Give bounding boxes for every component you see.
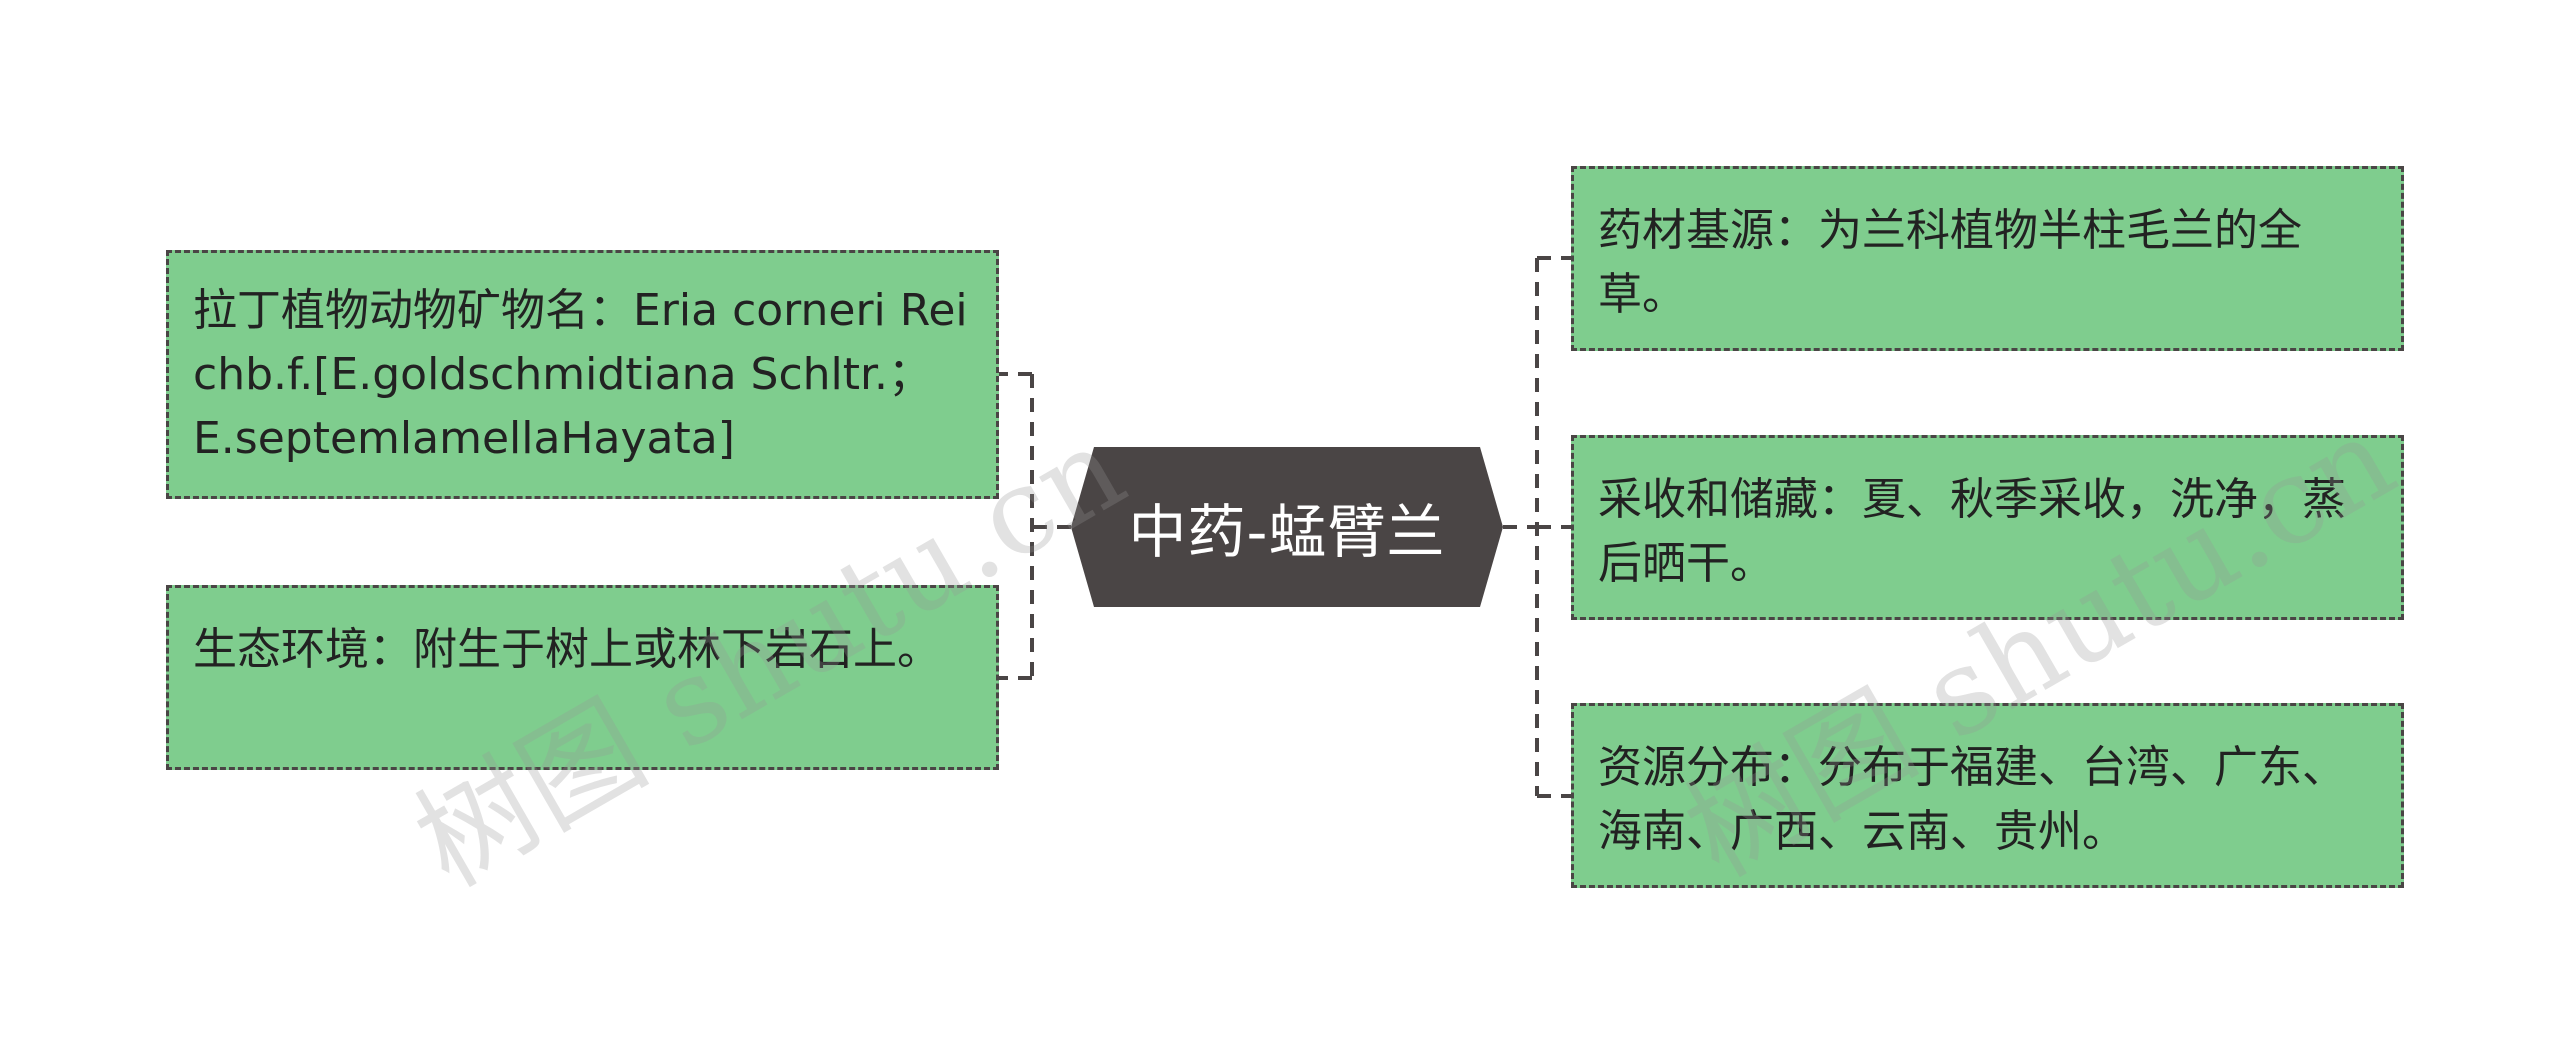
- center-node-shape: [1071, 447, 1503, 607]
- node-herb-source[interactable]: 药材基源：为兰科植物半柱毛兰的全草。: [1571, 166, 2404, 351]
- node-herb-source-text: 药材基源：为兰科植物半柱毛兰的全草。: [1598, 205, 2302, 320]
- center-node-label: 中药-蜢臂兰: [1128, 498, 1446, 566]
- left-connectors: [999, 372, 1071, 680]
- right-connectors: [1503, 256, 1571, 798]
- node-distribution-text: 资源分布：分布于福建、台湾、广东、海南、广西、云南、贵州。: [1598, 742, 2346, 857]
- center-node[interactable]: 中药-蜢臂兰: [1071, 447, 1503, 607]
- node-habitat[interactable]: 生态环境：附生于树上或林下岩石上。: [166, 585, 999, 770]
- node-latin-name[interactable]: 拉丁植物动物矿物名：Eria corneri Reichb.f.[E.golds…: [166, 250, 999, 499]
- node-habitat-text: 生态环境：附生于树上或林下岩石上。: [193, 624, 941, 675]
- node-distribution[interactable]: 资源分布：分布于福建、台湾、广东、海南、广西、云南、贵州。: [1571, 703, 2404, 888]
- node-harvest-storage-text: 采收和储藏：夏、秋季采收，洗净，蒸后晒干。: [1598, 474, 2346, 589]
- node-latin-name-text: 拉丁植物动物矿物名：Eria corneri Reichb.f.[E.golds…: [193, 285, 968, 464]
- node-harvest-storage[interactable]: 采收和储藏：夏、秋季采收，洗净，蒸后晒干。: [1571, 435, 2404, 620]
